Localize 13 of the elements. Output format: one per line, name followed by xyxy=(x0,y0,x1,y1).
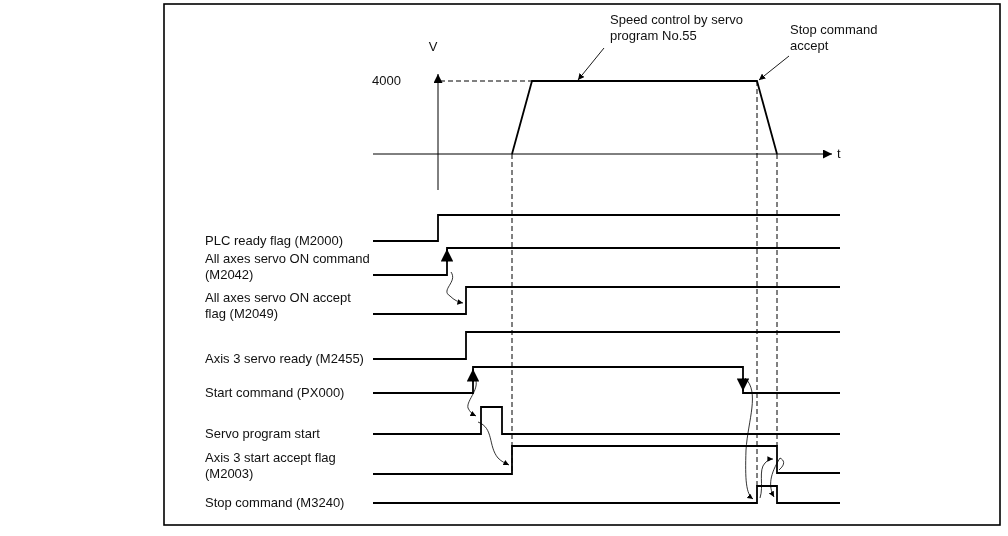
signal-name: All axes servo ON command (M2042) xyxy=(205,251,370,283)
signal-name: Start command (PX000) xyxy=(205,385,346,401)
signal-name: Servo program start xyxy=(205,426,321,442)
signal-name: Stop command (M3240) xyxy=(205,495,346,511)
signal-name: Axis 3 start accept flag (M2003) xyxy=(205,450,337,482)
signal-name: Axis 3 servo ready (M2455) xyxy=(205,351,365,367)
callout-text: Speed control by servo program No.55 xyxy=(610,12,745,44)
axis-label: t xyxy=(837,146,841,162)
signal-name: PLC ready flag (M2000) xyxy=(205,233,344,249)
signal-name: All axes servo ON accept flag (M2049) xyxy=(205,290,352,322)
callout-text: Stop command accept xyxy=(790,22,890,54)
axis-label: V xyxy=(428,39,438,55)
tick-label: 4000 xyxy=(372,73,401,89)
